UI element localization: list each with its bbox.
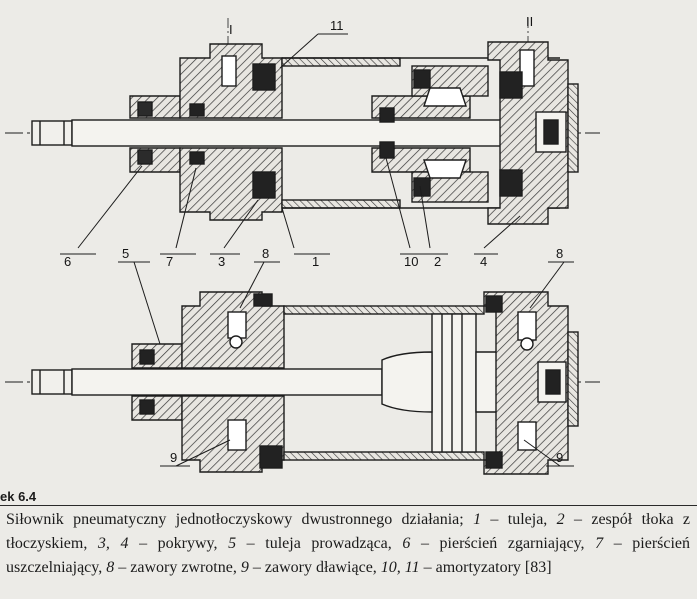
callout-10: 10 — [404, 254, 418, 269]
top-section-view — [5, 18, 600, 225]
caption-part-number: 6 — [402, 535, 411, 552]
callout-3: 3 — [218, 254, 225, 269]
callout-8-right: 8 — [556, 246, 563, 261]
callout-1: 1 — [312, 254, 319, 269]
callout-5: 5 — [122, 246, 129, 261]
callout-9-right: 9 — [556, 450, 563, 465]
cylinder-drawing: I II 11 6 7 3 1 10 2 4 — [5, 14, 600, 475]
caption-part-number: 1 — [473, 511, 482, 528]
top-leader-lines — [60, 33, 521, 255]
callout-7: 7 — [166, 254, 173, 269]
caption-rule — [0, 505, 697, 506]
caption-part-number: 5 — [228, 535, 237, 552]
caption-text: – pierścień uszczelniający, — [6, 535, 691, 576]
caption-part-number: 7 — [595, 535, 604, 552]
caption-text: – zawory dławiące, — [248, 559, 381, 576]
caption-text: Siłownik pneumatyczny jednotłoczyskowy d… — [6, 511, 474, 528]
caption-text: – zawory zwrotne, — [114, 559, 241, 576]
callout-8-left: 8 — [262, 246, 269, 261]
bottom-section-view — [5, 291, 600, 475]
caption-part-number: 9 — [240, 559, 249, 576]
callout-4: 4 — [480, 254, 487, 269]
caption-part-number: 8 — [106, 559, 115, 576]
caption-part-number: 2 — [556, 511, 565, 528]
bottom-leader-lines — [118, 261, 574, 467]
figure-caption: Siłownik pneumatyczny jednotłoczyskowy d… — [6, 508, 690, 580]
callout-9-left: 9 — [170, 450, 177, 465]
caption-text: – pierścień zgarniający, — [410, 535, 596, 552]
caption-part-number: 10, 11 — [380, 559, 420, 576]
caption-text: – tuleja, — [481, 511, 557, 528]
port-II-label: II — [526, 14, 533, 29]
figure-number: ek 6.4 — [0, 489, 37, 504]
caption-text: – pokrywy, — [128, 535, 229, 552]
caption-text: – amortyzatory [83] — [419, 559, 552, 576]
callout-6: 6 — [64, 254, 71, 269]
callout-11: 11 — [330, 18, 344, 33]
callout-2: 2 — [434, 254, 441, 269]
caption-text: – zespół tłoka z tłoczyskiem, — [6, 511, 690, 552]
caption-text: – tuleja prowadząca, — [236, 535, 403, 552]
caption-part-number: 3, 4 — [97, 535, 129, 552]
port-I-label: I — [229, 22, 233, 37]
